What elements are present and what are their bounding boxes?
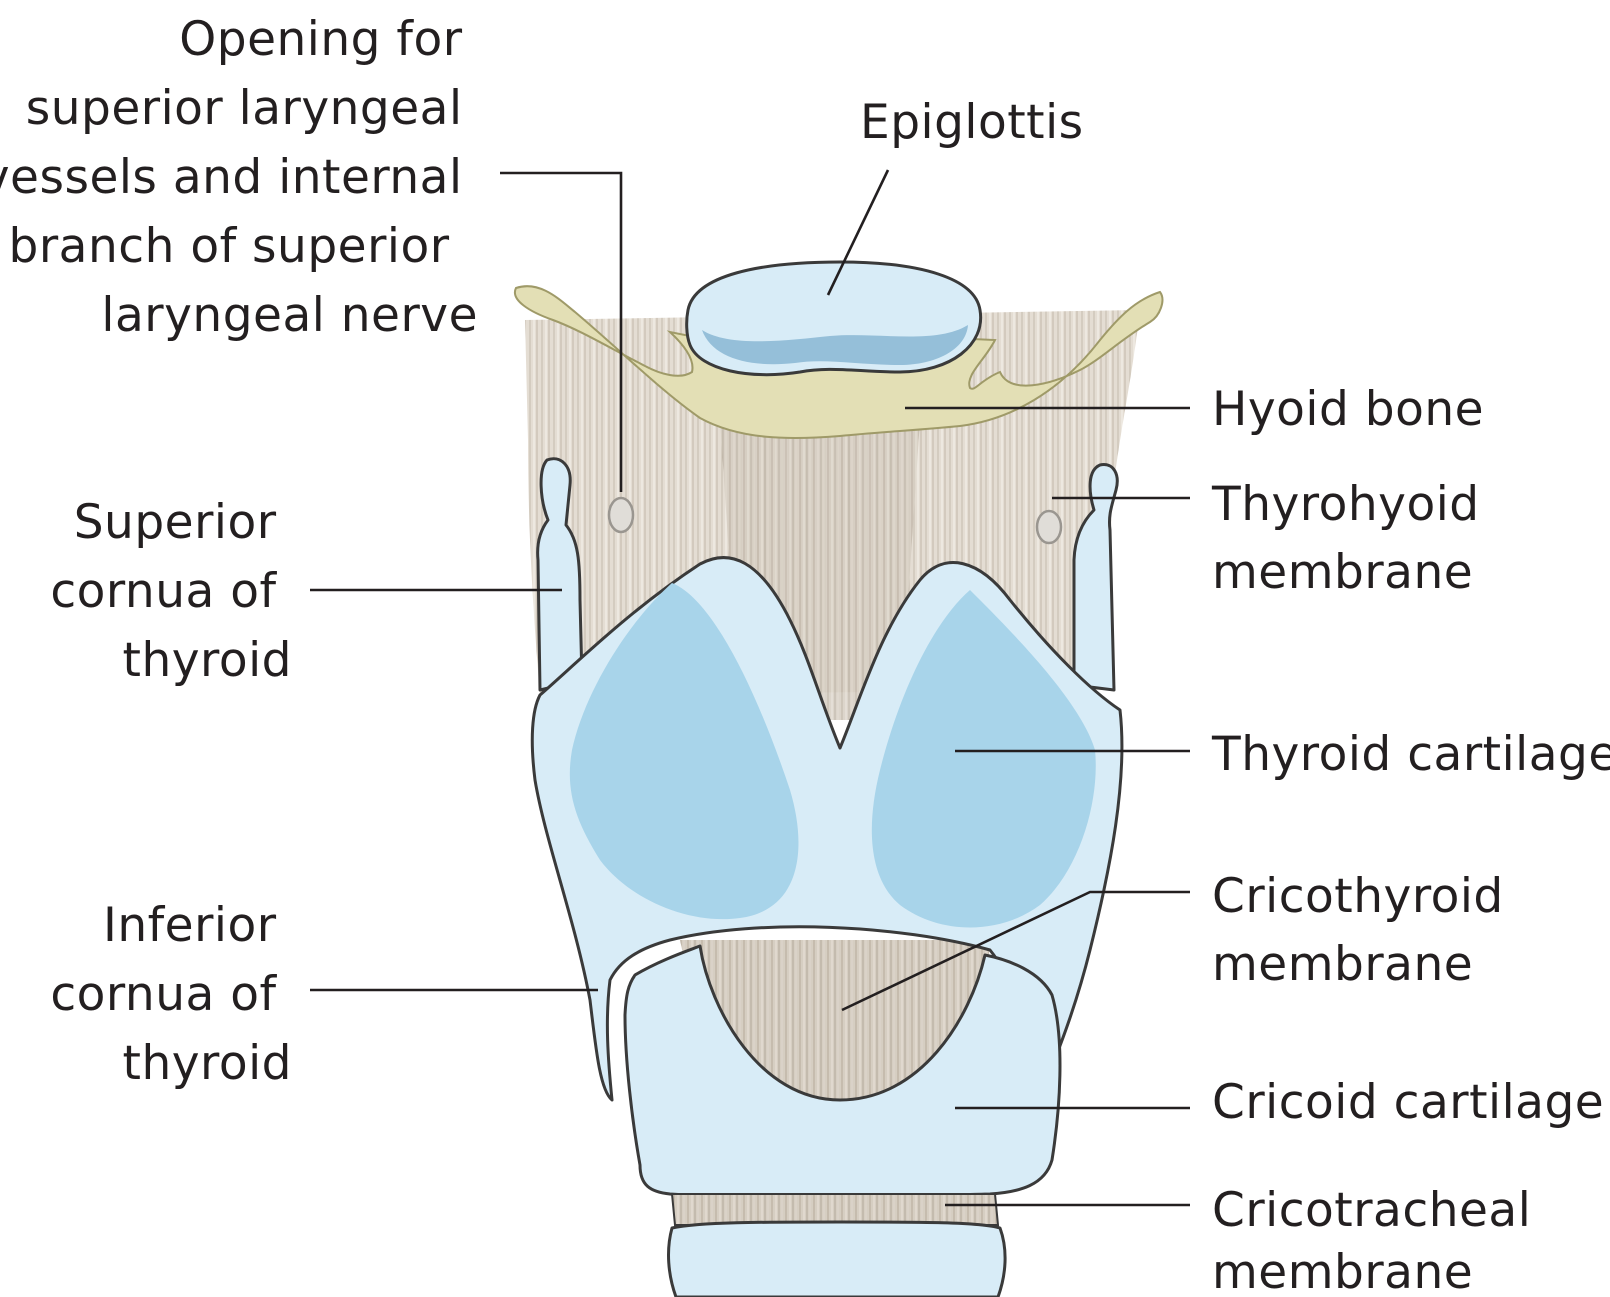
inferior-cornua-label-line-1: Inferior <box>103 898 277 953</box>
cricotracheal-label: Cricotracheal membrane <box>1212 1183 1547 1297</box>
cricotracheal-label-line-1: Cricotracheal <box>1212 1183 1531 1238</box>
opening-label: Opening for superior laryngeal vessels a… <box>0 12 478 343</box>
cricoid-label: Cricoid cartilage <box>1212 1075 1604 1130</box>
superior-cornua-label-line-2: cornua of <box>50 564 277 619</box>
inferior-cornua-label-line-2: cornua of <box>50 967 277 1022</box>
cricotracheal-label-line-2: membrane <box>1212 1245 1473 1297</box>
superior-cornua-label-line-3: thyroid <box>123 633 292 688</box>
inferior-cornua-label: Inferior cornua of thyroid <box>50 898 292 1091</box>
thyroid-cartilage-label-line-1: Thyroid cartilage <box>1211 727 1610 782</box>
tracheal-ring-shape <box>669 1222 1006 1297</box>
thyrohyoid-label-line-1: Thyrohyoid <box>1211 477 1480 532</box>
thyroid-cartilage-label: Thyroid cartilage <box>1211 727 1610 782</box>
epiglottis-label-line-1: Epiglottis <box>860 95 1084 150</box>
opening-label-line-3: vessels and internal <box>0 150 463 205</box>
cricothyroid-label-line-2: membrane <box>1212 937 1473 992</box>
superior-cornua-label: Superior cornua of thyroid <box>50 495 292 688</box>
left-vessel-opening <box>609 498 633 532</box>
opening-label-line-2: superior laryngeal <box>26 81 463 136</box>
hyoid-label-line-1: Hyoid bone <box>1212 382 1484 437</box>
superior-cornua-label-line-1: Superior <box>74 495 277 550</box>
opening-label-line-4: branch of superior <box>9 219 450 274</box>
opening-label-line-5: laryngeal nerve <box>101 288 478 343</box>
cricotracheal-membrane-shape <box>672 1194 998 1225</box>
thyrohyoid-label-line-2: membrane <box>1212 545 1473 600</box>
epiglottis-label: Epiglottis <box>860 95 1084 150</box>
thyrohyoid-label: Thyrohyoid membrane <box>1211 477 1495 600</box>
cricoid-label-line-1: Cricoid cartilage <box>1212 1075 1604 1130</box>
cricothyroid-label: Cricothyroid membrane <box>1212 869 1519 992</box>
hyoid-label: Hyoid bone <box>1212 382 1484 437</box>
cricothyroid-label-line-1: Cricothyroid <box>1212 869 1504 924</box>
right-vessel-opening <box>1037 511 1061 543</box>
inferior-cornua-label-line-3: thyroid <box>123 1036 292 1091</box>
opening-label-line-1: Opening for <box>179 12 462 67</box>
